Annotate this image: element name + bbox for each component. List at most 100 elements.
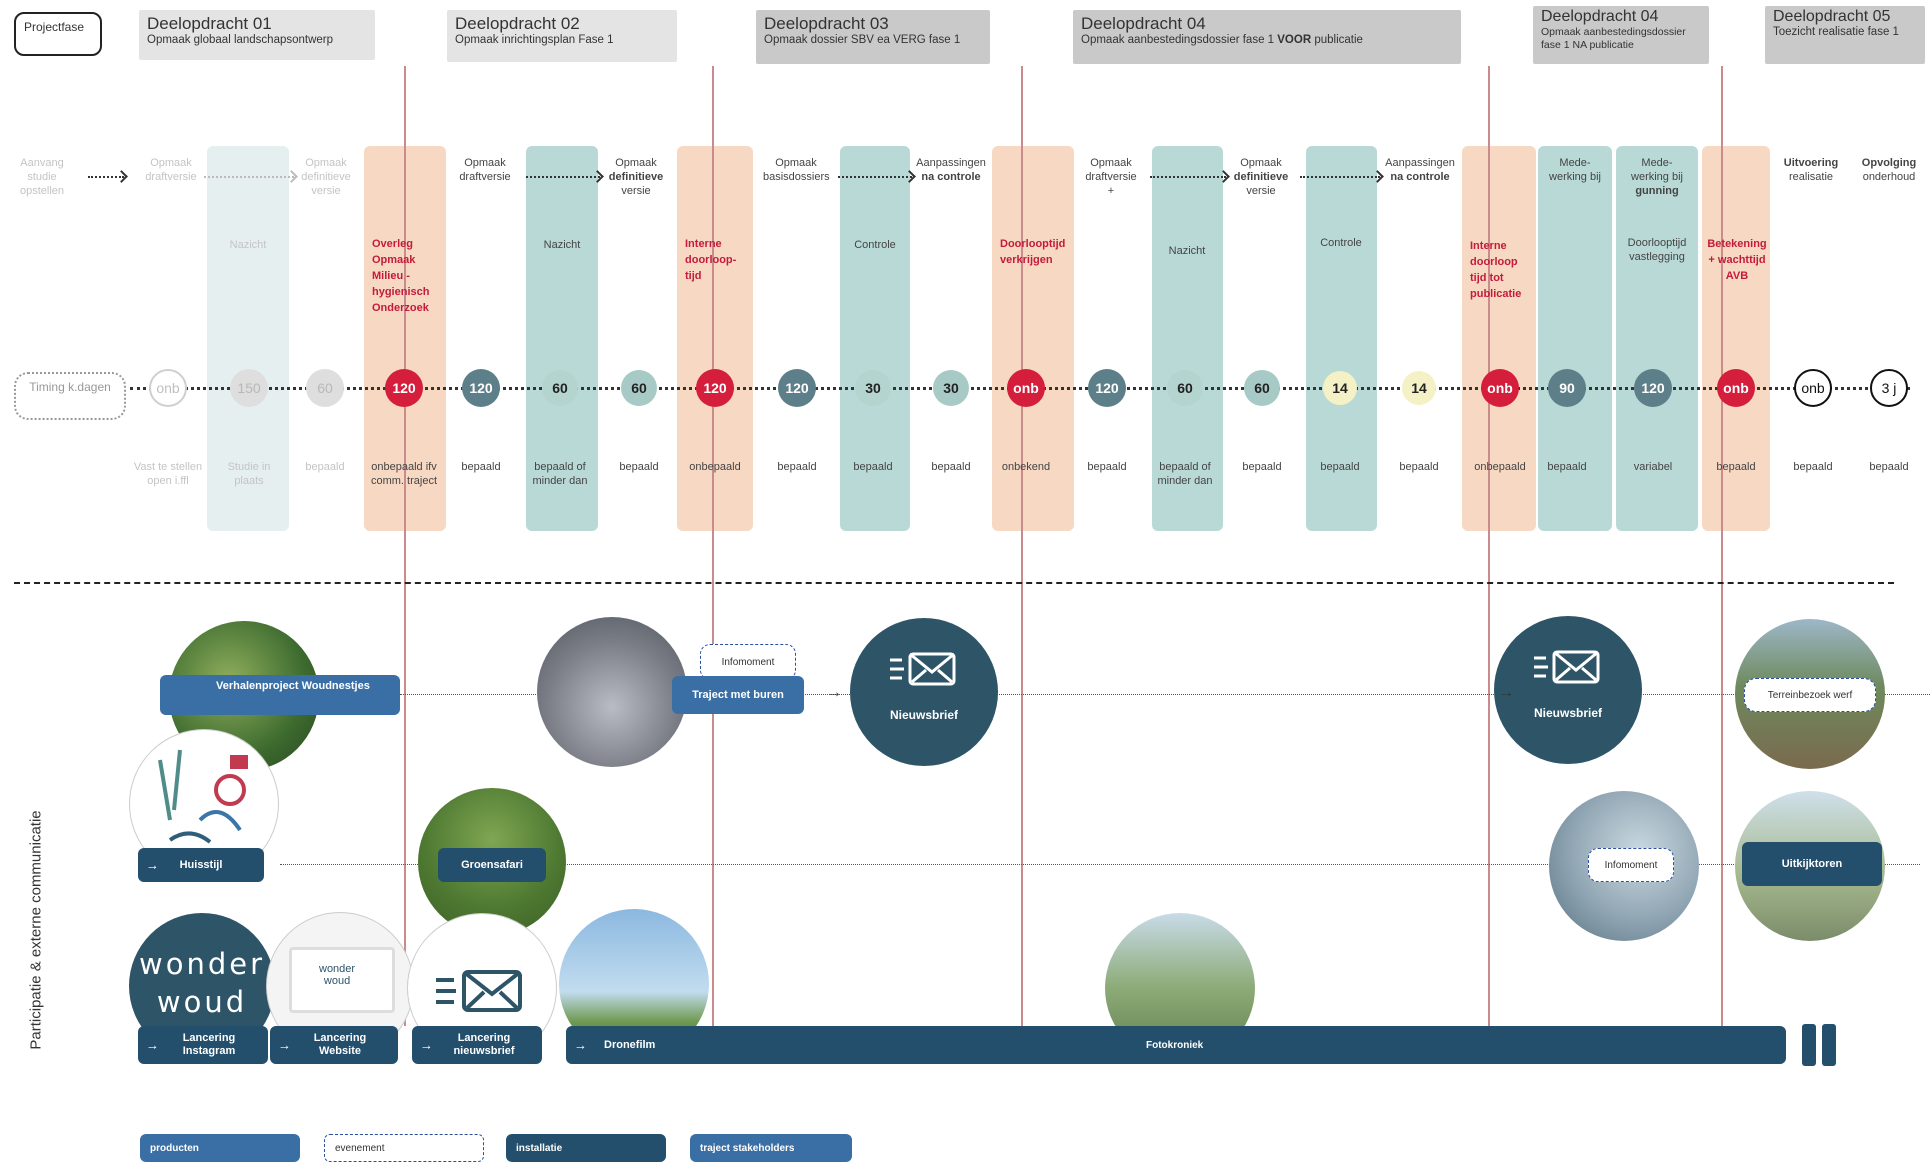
guide-line	[280, 864, 1920, 865]
timeline-node: onb	[1007, 369, 1045, 407]
deel-subtitle-pre: Opmaak aanbestedingsdossier fase 1	[1081, 34, 1278, 46]
step-text: Opmaak	[615, 157, 657, 169]
logo-line-2: woud	[156, 985, 248, 1019]
event-infomoment-2[interactable]: Infomoment	[1588, 848, 1674, 882]
timeline-bottom-label: bepaald	[619, 461, 659, 473]
step-text-bold: na controle	[921, 171, 981, 183]
arrow-icon: →	[574, 1037, 587, 1053]
guide-line	[400, 694, 1930, 695]
timeline-node: 30	[933, 370, 969, 406]
timeline-node: 60	[1244, 370, 1280, 406]
pill-uitkijktoren: Uitkijktoren	[1742, 842, 1882, 886]
legend-traject: traject stakeholders	[690, 1134, 852, 1162]
timeline-node: 120	[385, 369, 423, 407]
pill-dronefilm-fotokroniek: → Dronefilm Fotokroniek	[566, 1026, 1786, 1064]
projectfase-label: Projectfase	[14, 12, 102, 56]
step-aanpassingen-1: Aanpassingen na controle	[916, 156, 986, 184]
step-draftversie-faded: Opmaak draftversie	[145, 157, 197, 183]
mail-icon	[436, 970, 522, 1012]
pill-traject-met-buren: Traject met buren	[672, 676, 804, 714]
step-draftversie-04: Opmaak draftversie +	[1085, 157, 1137, 197]
event-terreinbezoek[interactable]: Terreinbezoek werf	[1744, 678, 1876, 712]
deel-title: Deelopdracht 05	[1773, 8, 1891, 25]
step-aanvang: Aanvang studie opstellen	[19, 157, 65, 197]
monitor-logo-line1: wonder	[319, 963, 356, 975]
timeline-bottom-label: Vast te stellen open i.ffl	[133, 461, 203, 487]
col-interne-1	[677, 146, 753, 531]
timeline-bottom-label: bepaald	[931, 461, 971, 473]
huisstijl-pattern-icon	[158, 749, 248, 844]
col-controle-1	[840, 146, 910, 531]
pill-lancering-nieuwsbrief: →Lancering nieuwsbrief	[412, 1026, 542, 1064]
pill-lancering-instagram: →Lancering Instagram	[138, 1026, 268, 1064]
timeline-node: 120	[1634, 369, 1672, 407]
timeline-node: 3 j	[1870, 369, 1908, 407]
deel-title: Deelopdracht 02	[455, 14, 580, 33]
pill-label: Verhalenproject Woudnestjes	[216, 680, 370, 692]
deel-subtitle-post: publicatie	[1311, 34, 1363, 46]
step-text-bold: na controle	[1390, 171, 1450, 183]
pill-label: Traject met buren	[692, 688, 784, 701]
deel-title: Deelopdracht 01	[147, 14, 272, 33]
timeline-node: onb	[1481, 369, 1519, 407]
section-separator	[14, 582, 1894, 584]
legend-installatie: installatie	[506, 1134, 666, 1162]
col-doorlooptijd	[992, 146, 1074, 531]
step-text-bold: Uitvoering	[1783, 157, 1839, 169]
deel-subtitle-bold: VOOR	[1277, 34, 1312, 46]
step-text: Aanpassingen	[916, 157, 986, 169]
step-arrow	[526, 176, 600, 178]
step-medewerking: Mede-werking bij	[1549, 157, 1601, 183]
newsletter-arrow-icon: →	[826, 684, 842, 701]
timeline-node: 120	[696, 369, 734, 407]
step-arrow	[838, 176, 912, 178]
col-medewerking	[1538, 146, 1612, 531]
timeline-bottom-label: bepaald	[1547, 461, 1587, 473]
label-controle-1: Controle	[854, 239, 896, 251]
pause-icon	[1802, 1024, 1838, 1066]
pill-label: Lancering Website	[313, 1032, 367, 1057]
label-nazicht-1: Nazicht	[543, 239, 581, 251]
timeline-bottom-label: variabel	[1633, 461, 1673, 473]
deel-subtitle: Opmaak globaal landschapsontwerp	[147, 34, 334, 46]
event-infomoment-1[interactable]: Infomoment	[700, 644, 796, 680]
timeline-bottom-label: bepaald	[305, 461, 345, 473]
timeline-node: 90	[1548, 369, 1586, 407]
timeline-bottom-label: onbepaald	[689, 461, 741, 473]
milestone-line	[1721, 66, 1723, 1026]
arrow-icon: →	[146, 1037, 159, 1053]
deelopdracht-02: Deelopdracht 02 Opmaak inrichtingsplan F…	[447, 10, 677, 62]
pill-label: Groensafari	[461, 858, 523, 871]
deelopdracht-04-voor: Deelopdracht 04 Opmaak aanbestedingsdoss…	[1073, 10, 1461, 64]
timeline-bottom-label: bepaald of minder dan	[532, 461, 588, 487]
deel-title: Deelopdracht 03	[764, 14, 889, 33]
timeline-bottom-label: bepaald	[1793, 461, 1833, 473]
step-arrow	[88, 176, 124, 178]
timeline-bottom-label: Studie in plaats	[227, 461, 271, 487]
milestone-line	[1021, 66, 1023, 1026]
deel-subtitle: Toezicht realisatie fase 1	[1773, 26, 1899, 38]
timeline-node: onb	[1717, 369, 1755, 407]
timeline-bottom-label: bepaald of minder dan	[1157, 461, 1213, 487]
label-interne-1: Interne doorloop-tijd	[685, 238, 737, 282]
timeline-bottom-label: onbepaald ifv comm. traject	[370, 461, 437, 487]
label-doorlooptijd-vast: Doorlooptijd vastlegging	[1627, 237, 1687, 263]
deel-subtitle: Opmaak aanbestedingsdossier fase 1 VOOR …	[1081, 34, 1453, 47]
timeline-bottom-label: bepaald	[1242, 461, 1282, 473]
milestone-line	[712, 66, 714, 1026]
step-text-bold: definitieve	[1233, 171, 1289, 183]
step-text: versie	[1246, 185, 1276, 197]
timing-label: Timing k.dagen	[14, 372, 126, 420]
step-text: onderhoud	[1862, 171, 1916, 183]
timeline-bottom-label: bepaald	[1869, 461, 1909, 473]
step-draftversie-02: Opmaak draftversie	[459, 157, 511, 183]
mail-icon	[1534, 650, 1600, 684]
col-interne-2	[1462, 146, 1536, 531]
timeline-node: 14	[1323, 371, 1357, 405]
pill-groensafari: Groensafari	[438, 848, 546, 882]
newsletter-1: Nieuwsbrief	[850, 618, 998, 766]
timeline-node: 60	[621, 370, 657, 406]
